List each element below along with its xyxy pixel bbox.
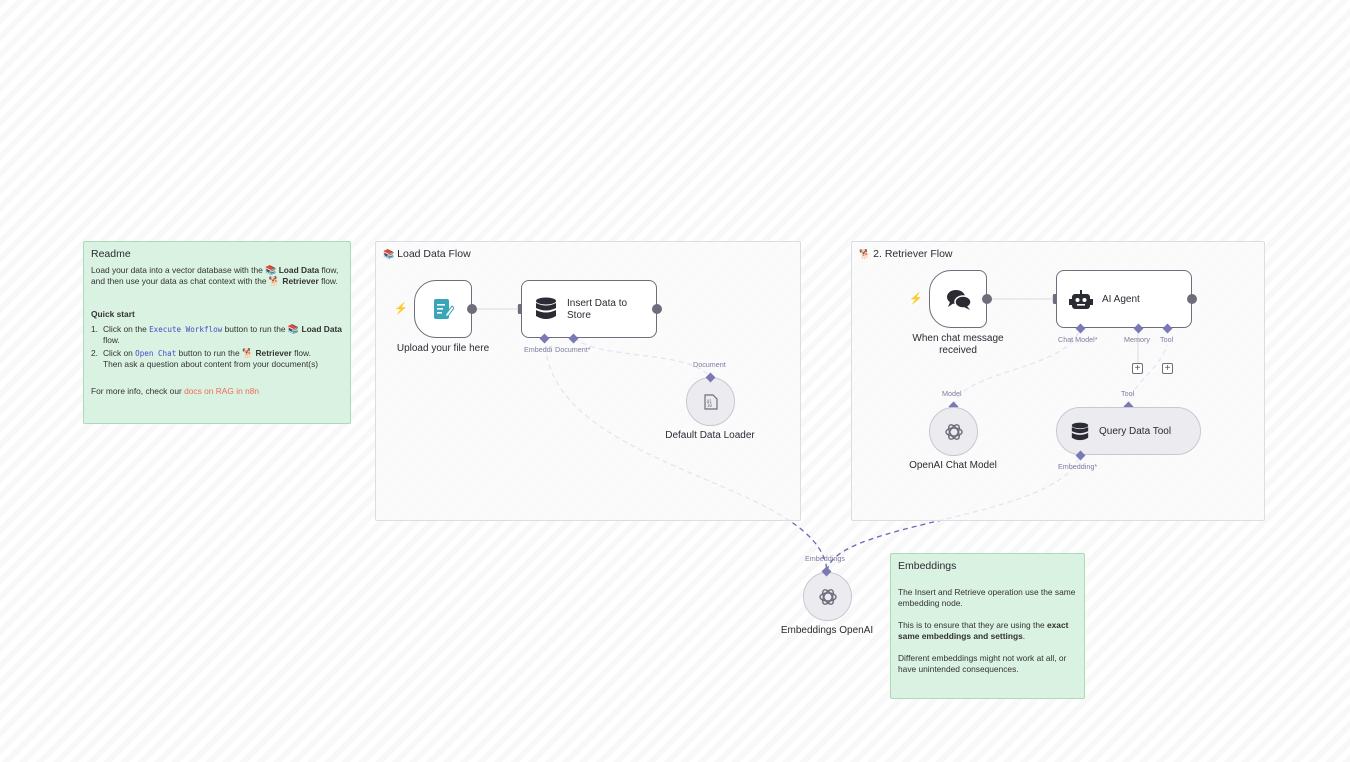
svg-text:10: 10 bbox=[707, 403, 712, 408]
step2-text: Click on Open Chat button to run the 🐕 R… bbox=[103, 348, 319, 369]
openai-chat-model-node[interactable] bbox=[929, 407, 978, 456]
insert-document-port-label: Document* bbox=[555, 345, 591, 354]
agent-input-handle[interactable] bbox=[1053, 294, 1057, 304]
add-tool-button[interactable]: + bbox=[1162, 363, 1173, 374]
loader-node-label: Default Data Loader bbox=[665, 430, 755, 441]
upload-node-label: Upload your file here bbox=[396, 343, 490, 354]
loader-port-label: Document bbox=[693, 360, 726, 369]
file-edit-icon bbox=[434, 299, 454, 319]
embeddings-node-label: Embeddings OpenAI bbox=[780, 625, 874, 636]
agent-tool-label: Tool bbox=[1160, 335, 1174, 344]
chat-trigger-node[interactable] bbox=[929, 270, 987, 328]
upload-output-handle[interactable] bbox=[467, 304, 477, 314]
embeddings-note-p3: Different embeddings might not work at a… bbox=[898, 653, 1067, 674]
agent-memory-label: Memory bbox=[1124, 335, 1150, 344]
quickstart-title: Quick start bbox=[91, 309, 135, 319]
readme-sticky-note[interactable]: Readme Load your data into a vector data… bbox=[83, 241, 351, 424]
embeddings-note-title: Embeddings bbox=[898, 560, 957, 572]
retriever-flow-title: 🐕 2. Retriever Flow bbox=[859, 248, 953, 260]
embeddings-openai-node[interactable] bbox=[803, 572, 852, 621]
svg-text:01: 01 bbox=[707, 399, 712, 404]
agent-output-handle[interactable] bbox=[1187, 294, 1197, 304]
chat-trigger-output-handle[interactable] bbox=[982, 294, 992, 304]
query-tool-label: Query Data Tool bbox=[1099, 426, 1172, 437]
insert-input-handle[interactable] bbox=[518, 304, 522, 314]
agent-node-label: AI Agent bbox=[1102, 294, 1140, 305]
chat-bubbles-icon bbox=[947, 290, 972, 310]
openai-icon bbox=[819, 589, 837, 605]
ai-agent-node[interactable]: AI Agent bbox=[1056, 270, 1192, 328]
readme-intro: Load your data into a vector database wi… bbox=[91, 265, 339, 286]
embeddings-note-p1: The Insert and Retrieve operation use th… bbox=[898, 587, 1076, 608]
step2-number: 2. bbox=[91, 348, 98, 358]
add-memory-button[interactable]: + bbox=[1132, 363, 1143, 374]
default-data-loader-node[interactable]: 01 10 bbox=[686, 377, 735, 426]
step1-number: 1. bbox=[91, 324, 98, 334]
database-icon bbox=[1071, 422, 1089, 441]
step1-text: Click on the Execute Workflow button to … bbox=[103, 324, 342, 345]
readme-title: Readme bbox=[91, 248, 131, 260]
query-tool-embedding-label: Embedding* bbox=[1058, 462, 1098, 471]
insert-output-handle[interactable] bbox=[652, 304, 662, 314]
document-loader-icon: 01 10 bbox=[704, 394, 718, 410]
upload-file-node[interactable] bbox=[414, 280, 472, 338]
bolt-icon: ⚡ bbox=[909, 293, 923, 305]
embeddings-port-label: Embeddings bbox=[805, 554, 845, 563]
bolt-icon: ⚡ bbox=[394, 303, 408, 315]
robot-icon bbox=[1069, 290, 1093, 309]
load-flow-title: 📚 Load Data Flow bbox=[383, 248, 471, 260]
readme-more-info: For more info, check our docs on RAG in … bbox=[91, 386, 260, 396]
insert-embedding-port-label: Embeddi bbox=[524, 345, 553, 354]
tool-port-label: Tool bbox=[1121, 389, 1135, 398]
embeddings-note-p2: This is to ensure that they are using th… bbox=[898, 620, 1069, 641]
openai-icon bbox=[945, 424, 963, 440]
query-data-tool-node[interactable]: Query Data Tool bbox=[1056, 407, 1201, 455]
database-icon bbox=[536, 297, 556, 319]
agent-chat-model-label: Chat Model* bbox=[1058, 335, 1098, 344]
chat-model-port-label: Model bbox=[942, 389, 962, 398]
chat-model-label: OpenAI Chat Model bbox=[909, 460, 997, 471]
embeddings-sticky-note[interactable]: Embeddings The Insert and Retrieve opera… bbox=[890, 553, 1085, 699]
docs-rag-link[interactable]: docs on RAG in n8n bbox=[184, 386, 260, 396]
